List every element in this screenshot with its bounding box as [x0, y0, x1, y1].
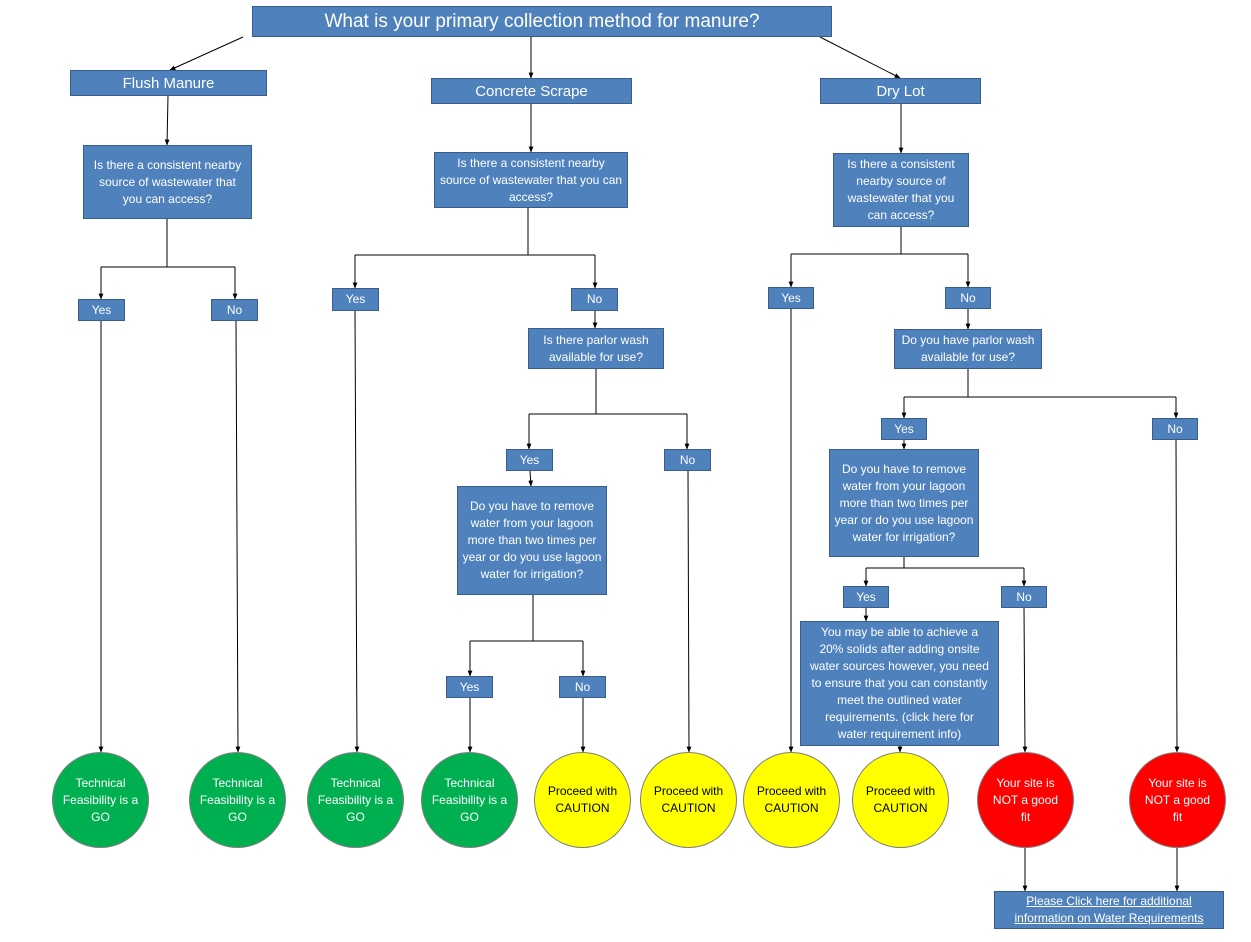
drylot-lagoon-no-button[interactable]: No: [1001, 586, 1047, 608]
scrape-parlor-no-button[interactable]: No: [664, 449, 711, 471]
question-scrape-lagoon: Do you have to remove water from your la…: [457, 486, 607, 595]
drylot-lagoon-yes-button[interactable]: Yes: [843, 586, 889, 608]
outcome-go-1: Technical Feasibility is a GO: [52, 752, 149, 848]
scrape-yes-button[interactable]: Yes: [332, 288, 379, 311]
title-question: What is your primary collection method f…: [252, 6, 832, 37]
outcome-go-4: Technical Feasibility is a GO: [421, 752, 518, 848]
scrape-lagoon-no-button[interactable]: No: [559, 676, 606, 698]
question-drylot-wastewater: Is there a consistent nearby source of w…: [833, 153, 969, 227]
question-flush-wastewater: Is there a consistent nearby source of w…: [83, 145, 252, 219]
drylot-parlor-yes-button[interactable]: Yes: [881, 418, 927, 440]
scrape-no-button[interactable]: No: [571, 288, 618, 311]
method-flush-manure[interactable]: Flush Manure: [70, 70, 267, 96]
outcome-not-fit-2: Your site is NOT a good fit: [1129, 752, 1226, 848]
outcome-caution-2: Proceed with CAUTION: [640, 752, 737, 848]
outcome-not-fit-1: Your site is NOT a good fit: [977, 752, 1074, 848]
question-drylot-parlor: Do you have parlor wash available for us…: [894, 329, 1042, 369]
question-scrape-parlor: Is there parlor wash available for use?: [528, 328, 664, 369]
flush-no-button[interactable]: No: [211, 299, 258, 321]
question-scrape-wastewater: Is there a consistent nearby source of w…: [434, 152, 628, 208]
question-drylot-lagoon: Do you have to remove water from your la…: [829, 449, 979, 557]
drylot-parlor-no-button[interactable]: No: [1152, 418, 1198, 440]
outcome-caution-1: Proceed with CAUTION: [534, 752, 631, 848]
drylot-no-button[interactable]: No: [945, 287, 991, 309]
flush-yes-button[interactable]: Yes: [78, 299, 125, 321]
outcome-caution-4: Proceed with CAUTION: [852, 752, 949, 848]
scrape-lagoon-yes-button[interactable]: Yes: [446, 676, 493, 698]
method-concrete-scrape[interactable]: Concrete Scrape: [431, 78, 632, 104]
water-requirement-note[interactable]: You may be able to achieve a 20% solids …: [800, 621, 999, 746]
outcome-caution-3: Proceed with CAUTION: [743, 752, 840, 848]
outcome-go-2: Technical Feasibility is a GO: [189, 752, 286, 848]
outcome-go-3: Technical Feasibility is a GO: [307, 752, 404, 848]
water-requirements-link[interactable]: Please Click here for additional informa…: [994, 891, 1224, 929]
drylot-yes-button[interactable]: Yes: [768, 287, 814, 309]
method-dry-lot[interactable]: Dry Lot: [820, 78, 981, 104]
scrape-parlor-yes-button[interactable]: Yes: [506, 449, 553, 471]
